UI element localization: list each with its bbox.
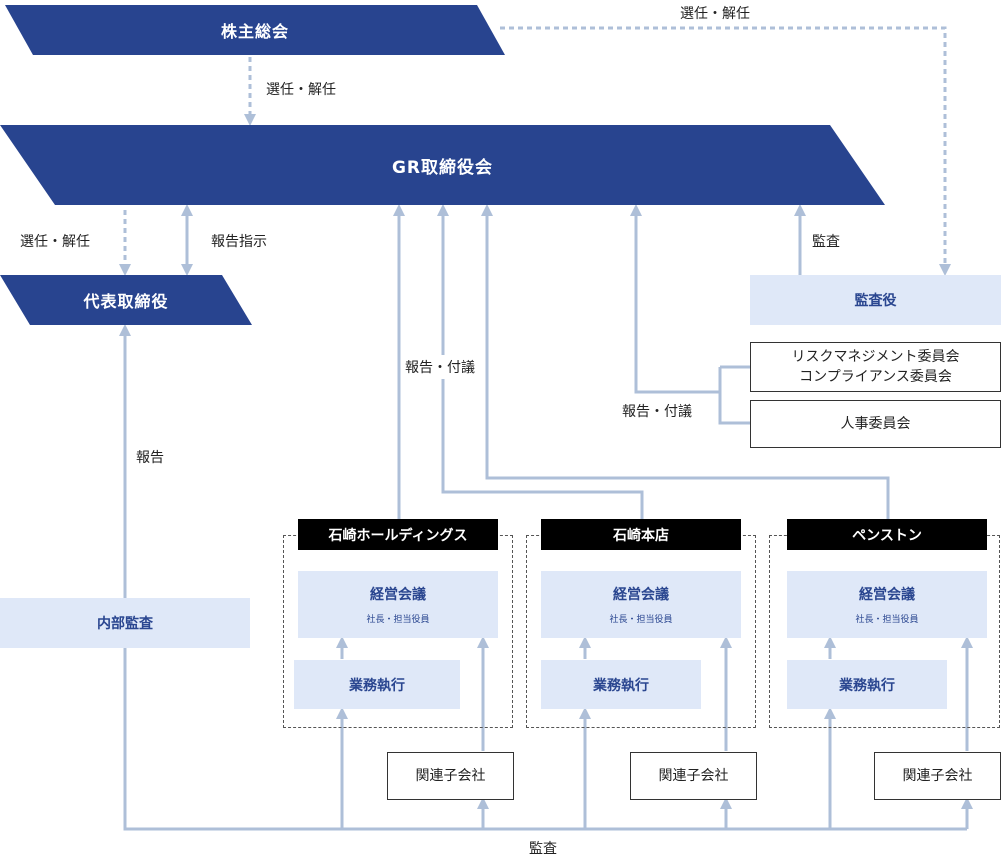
business-execution: 業務執行	[541, 660, 701, 709]
meeting-members: 社長・担当役員	[366, 615, 430, 625]
auditor-box: 監査役	[750, 275, 1001, 325]
affiliate-label: 関連子会社	[658, 768, 729, 784]
label-report-propose-right: 報告・付議	[622, 404, 692, 420]
label-audit-board: 監査	[812, 234, 840, 250]
board-of-directors: GR取締役会	[0, 125, 885, 205]
label-elect-board: 選任・解任	[266, 82, 336, 98]
company-name: ペンストン	[787, 519, 987, 550]
meeting-members: 社長・担当役員	[855, 615, 919, 625]
honten-report-arrow	[437, 204, 644, 519]
affiliate-companies: 関連子会社	[874, 752, 1001, 800]
meeting-label: 経営会議	[859, 587, 915, 603]
business-execution: 業務執行	[294, 660, 460, 709]
shareholders-meeting: 株主総会	[5, 5, 505, 55]
company-name-label: 石崎ホールディングス	[328, 527, 468, 544]
audit-bottom-line	[123, 648, 967, 831]
label-audit-bottom: 監査	[529, 841, 557, 857]
affiliate-label: 関連子会社	[415, 768, 486, 784]
auditor-label: 監査役	[854, 293, 897, 309]
company-name-label: ペンストン	[852, 527, 922, 544]
meeting-members: 社長・担当役員	[609, 615, 673, 625]
management-meeting: 経営会議 社長・担当役員	[298, 571, 498, 638]
label-report-instruct: 報告指示	[211, 234, 267, 250]
ceo-label: 代表取締役	[83, 292, 169, 311]
affiliate-label: 関連子会社	[902, 768, 973, 784]
hr-committee: 人事委員会	[750, 400, 1001, 448]
execution-label: 業務執行	[349, 677, 405, 694]
company-name: 石崎本店	[541, 519, 741, 550]
internal-audit-box: 内部監査	[0, 598, 250, 648]
affiliate-companies: 関連子会社	[630, 752, 757, 800]
management-meeting: 経営会議 社長・担当役員	[541, 571, 741, 638]
execution-label: 業務執行	[593, 677, 649, 694]
label-report: 報告	[136, 450, 164, 466]
internal-audit-label: 内部監査	[97, 616, 153, 632]
elect-arrow-auditor	[500, 26, 951, 276]
shareholders-label: 株主総会	[220, 22, 289, 41]
committee-arrow	[630, 204, 722, 394]
risk-compliance-committee: リスクマネジメント委員会 コンプライアンス委員会	[750, 342, 1001, 392]
execution-label: 業務執行	[839, 677, 895, 694]
affiliate-companies: 関連子会社	[387, 752, 514, 800]
penston-report-arrow	[481, 204, 890, 519]
company-name-label: 石崎本店	[613, 527, 669, 544]
label-report-propose-center: 報告・付議	[401, 355, 479, 379]
representative-director: 代表取締役	[0, 275, 252, 325]
meeting-label: 経営会議	[613, 587, 669, 603]
management-meeting: 経営会議 社長・担当役員	[787, 571, 987, 638]
board-label: GR取締役会	[391, 157, 494, 178]
hr-committee-label: 人事委員会	[840, 416, 911, 432]
compliance-committee-label: コンプライアンス委員会	[799, 369, 952, 385]
label-elect-top: 選任・解任	[678, 3, 752, 23]
label-elect-ceo: 選任・解任	[20, 234, 90, 250]
meeting-label: 経営会議	[370, 587, 426, 603]
company-name: 石崎ホールディングス	[298, 519, 498, 550]
risk-committee-label: リスクマネジメント委員会	[791, 349, 960, 365]
business-execution: 業務執行	[787, 660, 947, 709]
